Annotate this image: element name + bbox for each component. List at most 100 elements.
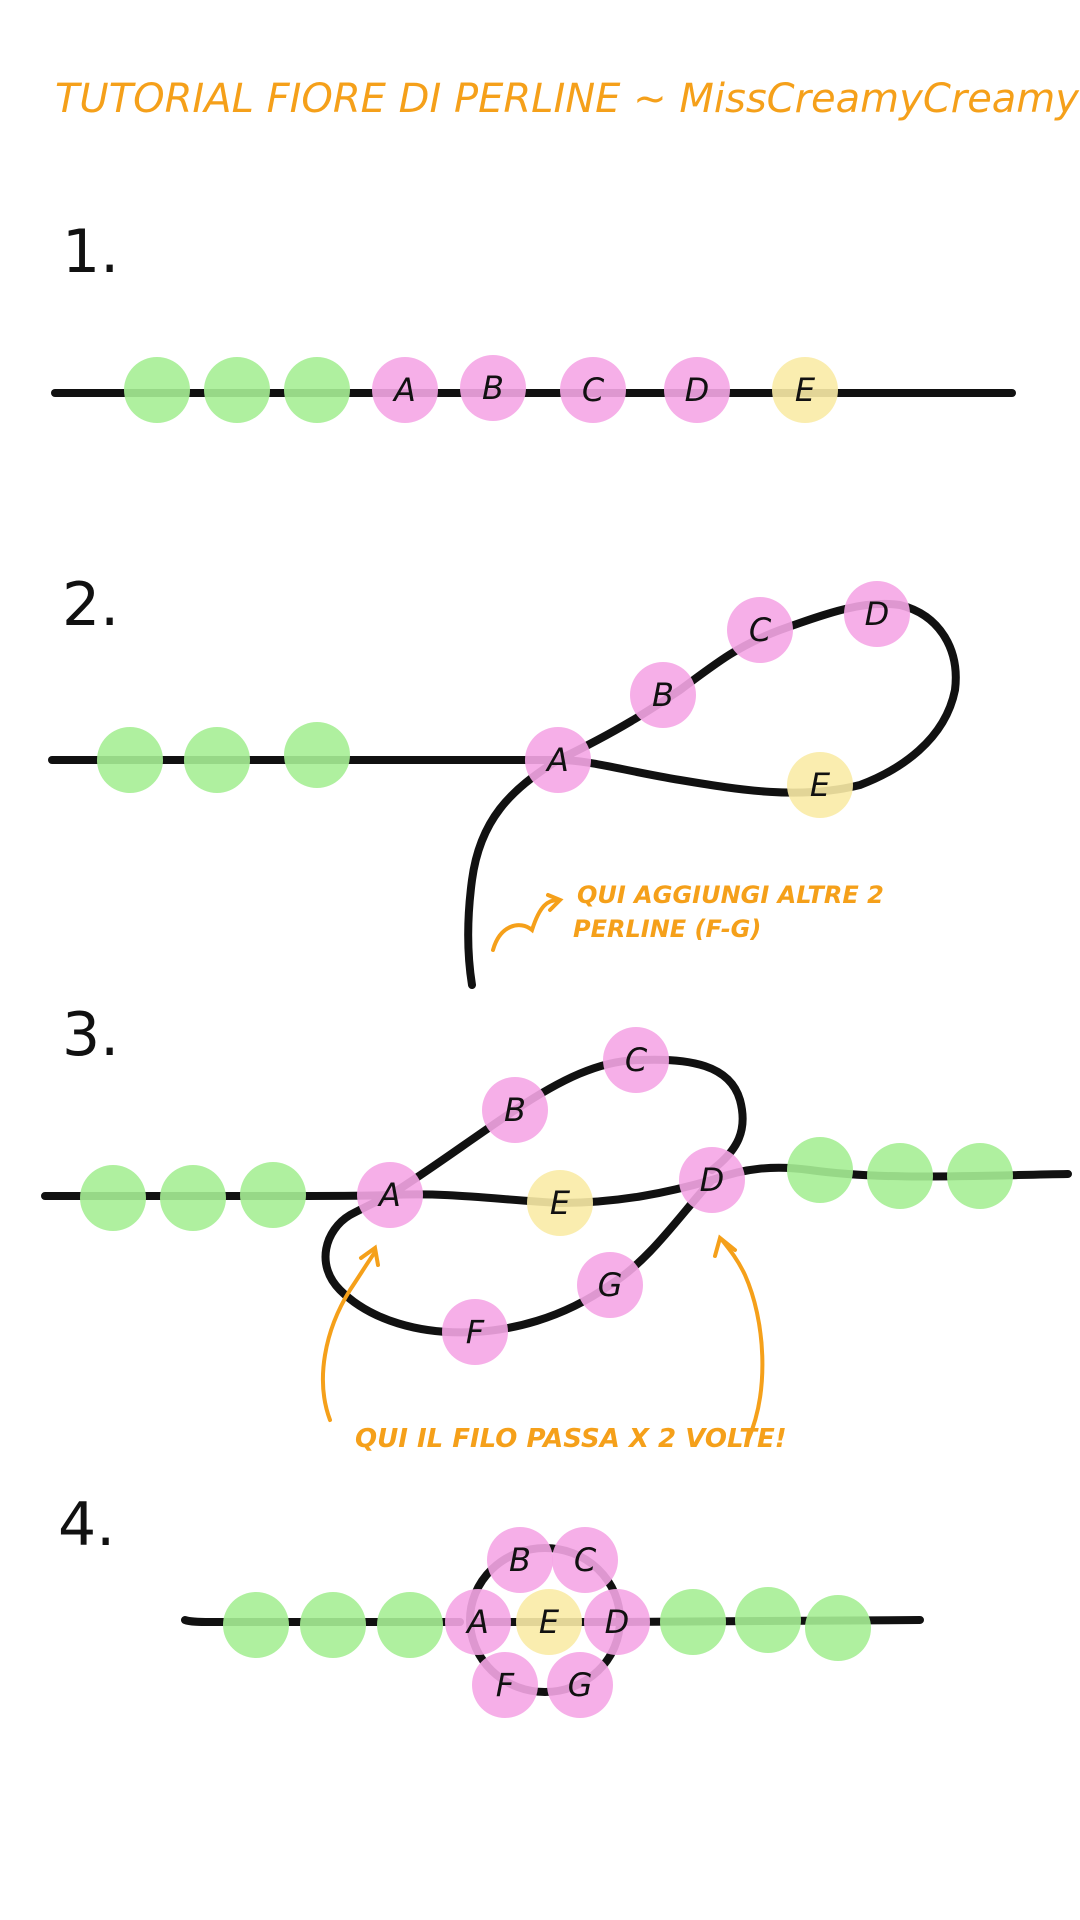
step-2-note-line-2: PERLINE (F-G) (573, 915, 761, 943)
bead-green (97, 727, 163, 793)
bead-letter: E (539, 1603, 560, 1641)
bead-circle (844, 581, 910, 647)
bead-a: A (525, 727, 591, 793)
step-2-number: 2. (62, 570, 119, 640)
bead-e: E (772, 357, 838, 423)
bead-circle (787, 752, 853, 818)
bead-letter: C (625, 1041, 648, 1079)
thread-loop (554, 599, 960, 797)
bead-e: E (787, 752, 853, 818)
bead-circle (584, 1589, 650, 1655)
bead-letter: A (465, 1603, 489, 1641)
bead-green (223, 1592, 289, 1658)
bead-letter: D (700, 1161, 725, 1199)
step-3-number: 3. (62, 1000, 119, 1070)
bead-circle (472, 1652, 538, 1718)
bead-letter: E (795, 371, 816, 409)
bead-circle (124, 357, 190, 423)
bead-a: A (445, 1589, 511, 1655)
bead-circle (516, 1589, 582, 1655)
bead-d: D (844, 581, 910, 647)
bead-b: B (460, 355, 526, 421)
bead-circle (947, 1143, 1013, 1209)
bead-letter: B (652, 676, 674, 714)
bead-circle (630, 662, 696, 728)
bead-circle (377, 1592, 443, 1658)
bead-circle (357, 1162, 423, 1228)
bead-f: F (442, 1299, 508, 1365)
bead-b: B (630, 662, 696, 728)
bead-circle (80, 1165, 146, 1231)
bead-letter: B (482, 369, 504, 407)
bead-a: A (357, 1162, 423, 1228)
bead-green (947, 1143, 1013, 1209)
step-2-note-line-1: QUI AGGIUNGI ALTRE 2 (577, 881, 884, 909)
arrowhead-icon (713, 1234, 737, 1258)
tutorial-title: TUTORIAL FIORE DI PERLINE ~ MissCreamyCr… (55, 76, 1080, 122)
bead-e: E (516, 1589, 582, 1655)
bead-circle (867, 1143, 933, 1209)
bead-circle (442, 1299, 508, 1365)
bead-circle (577, 1252, 643, 1318)
step-4-number: 4. (58, 1490, 115, 1560)
bead-green (160, 1165, 226, 1231)
arrowhead-icon (546, 893, 564, 912)
step-2: 2. A B C D E QUI AGGIUNGI ALTRE 2 PERLINE (F… (48, 570, 960, 989)
bead-circle (160, 1165, 226, 1231)
bead-c: C (560, 357, 626, 423)
bead-d: D (584, 1589, 650, 1655)
bead-letter: E (550, 1184, 571, 1222)
bead-letter: F (466, 1313, 485, 1351)
arrow-to-a-icon (320, 1250, 377, 1422)
bead-circle (560, 357, 626, 423)
bead-letter: C (574, 1541, 597, 1579)
bead-d: D (664, 357, 730, 423)
bead-f: F (472, 1652, 538, 1718)
bead-letter: B (509, 1541, 531, 1579)
bead-circle (727, 597, 793, 663)
bead-circle (664, 357, 730, 423)
bead-circle (284, 722, 350, 788)
bead-green (184, 727, 250, 793)
bead-b: B (487, 1527, 553, 1593)
bead-green (284, 357, 350, 423)
bead-green (805, 1595, 871, 1661)
bead-b: B (482, 1077, 548, 1143)
bead-circle (735, 1587, 801, 1653)
bead-circle (679, 1147, 745, 1213)
bead-circle (772, 357, 838, 423)
bead-letter: G (598, 1266, 623, 1304)
bead-green (787, 1137, 853, 1203)
bead-circle (240, 1162, 306, 1228)
step-3: 3. A B C E D G F QUI IL FILO PASSA X 2 VOLTE! (41, 1000, 1072, 1454)
bead-circle (482, 1077, 548, 1143)
bead-c: C (727, 597, 793, 663)
bead-letter: D (865, 595, 890, 633)
bead-green (735, 1587, 801, 1653)
bead-circle (603, 1027, 669, 1093)
bead-circle (525, 727, 591, 793)
bead-letter: A (545, 741, 569, 779)
bead-c: C (552, 1527, 618, 1593)
bead-letter: A (392, 371, 416, 409)
bead-circle (300, 1592, 366, 1658)
bead-circle (787, 1137, 853, 1203)
bead-circle (204, 357, 270, 423)
bead-g: G (547, 1652, 613, 1718)
arrowhead-icon (359, 1244, 380, 1267)
step-3-note: QUI IL FILO PASSA X 2 VOLTE! (355, 1424, 787, 1454)
bead-a: A (372, 357, 438, 423)
bead-letter: B (504, 1091, 526, 1129)
arrow-to-d-icon (720, 1238, 765, 1442)
bead-letter: A (377, 1176, 401, 1214)
bead-letter: E (810, 766, 831, 804)
bead-d: D (679, 1147, 745, 1213)
bead-circle (805, 1595, 871, 1661)
bead-letter: F (496, 1666, 515, 1704)
bead-green (867, 1143, 933, 1209)
bead-green (240, 1162, 306, 1228)
step-1-number: 1. (62, 217, 119, 287)
bead-green (660, 1589, 726, 1655)
